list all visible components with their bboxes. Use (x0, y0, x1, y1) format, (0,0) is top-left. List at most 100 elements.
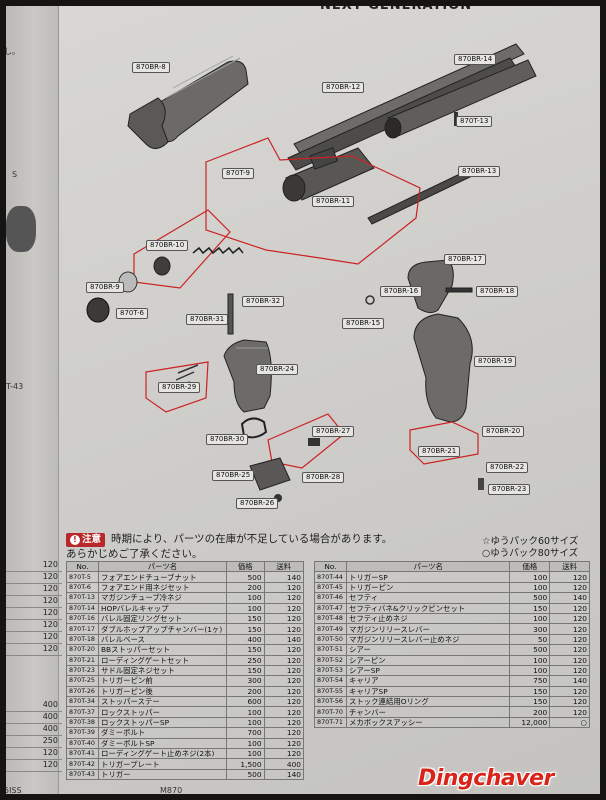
shipping-cell: 120 (263, 654, 305, 666)
group-outline (205, 137, 421, 265)
part-name-cell: トリガーピン前 (97, 675, 227, 687)
prev-table-cell: 120 (4, 584, 62, 596)
receiver-part (282, 147, 375, 202)
prev-table-cell: 120 (4, 596, 62, 608)
price-cell: 100 (509, 581, 551, 594)
price-cell: 300 (509, 623, 551, 635)
price-cell: 750 (509, 675, 551, 687)
part-number-cell: 870T-38 (66, 716, 99, 729)
prev-table-cell: 250 (4, 736, 62, 748)
part-name-cell: ローディングゲートセット (97, 654, 227, 666)
prev-table-cell: 400 (4, 724, 62, 736)
part-label: 870BR-9 (86, 282, 124, 293)
shipping-cell: 120 (549, 571, 590, 583)
exploded-parts-diagram (86, 43, 537, 502)
price-cell: 150 (225, 664, 265, 677)
part-name-cell: トリガーピン (345, 581, 511, 594)
shipping-cell: 120 (263, 612, 305, 625)
stock-notice: !注意時期により、パーツの在庫が不足している場合があります。 あらかじめご了承く… (66, 532, 392, 561)
part-number-cell: 870T-40 (66, 737, 99, 750)
group-outline (267, 413, 345, 469)
trigger-plate-part (223, 293, 272, 413)
part-number-cell: 870T-21 (66, 654, 99, 666)
part-name-cell: トリガーピン後 (97, 685, 227, 698)
price-cell: 100 (509, 664, 551, 677)
price-cell: 100 (509, 654, 551, 666)
shipping-cell: ○ (549, 716, 590, 729)
prev-page-text: T-43 (6, 382, 24, 391)
part-number-cell: 870T-23 (66, 664, 99, 677)
part-number-cell: 870T-14 (66, 602, 99, 614)
shipping-cell: 120 (263, 737, 305, 750)
part-name-cell: チャンバー (345, 706, 511, 718)
prev-page-text: 5ISS (4, 786, 22, 795)
oring-part (240, 417, 268, 439)
part-label: 870BR-30 (206, 434, 249, 445)
part-number-cell: 870T-49 (314, 623, 347, 635)
spring-part (192, 246, 244, 255)
part-name-cell: マガジンリリースレバー (345, 623, 511, 635)
price-cell: 200 (225, 581, 265, 594)
part-label: 870BR-28 (302, 472, 345, 483)
part-name-cell: マガジンリリースレバー止めネジ (345, 633, 511, 646)
rail-part (367, 169, 473, 225)
shipping-cell: 120 (263, 716, 305, 729)
part-number-cell: 870T-34 (66, 696, 99, 708)
part-number-cell: 870T-41 (66, 748, 99, 760)
price-cell: 300 (225, 675, 265, 687)
prev-page-table: 120 120 120 120 120 120 120 120 400 400 … (4, 560, 62, 772)
part-label: 870BR-16 (380, 286, 423, 297)
prev-table-cell: 120 (4, 608, 62, 620)
col-header-ship: 送料 (549, 560, 590, 573)
page-header: NEXT GENERATION (80, 2, 540, 16)
prev-table-cell: 400 (4, 700, 62, 712)
shipping-cell: 120 (549, 654, 590, 666)
shipping-cell: 120 (263, 664, 305, 677)
shipping-legend-60: ☆ゆうパック60サイズ (482, 536, 579, 547)
part-label: 870BR-21 (418, 446, 461, 457)
part-name-cell: シアーピン (345, 654, 511, 666)
price-cell: 100 (225, 716, 265, 729)
price-cell: 200 (509, 706, 551, 718)
shipping-cell: 120 (549, 706, 590, 718)
shipping-legend: ☆ゆうパック60サイズ ○ゆうパック80サイズ (482, 536, 578, 560)
part-number-cell: 870T-17 (66, 623, 99, 635)
group-outline (409, 421, 479, 465)
part-name-cell: キャリア (345, 675, 511, 687)
prev-table-cell: 120 (4, 644, 62, 656)
shipping-cell: 120 (263, 706, 305, 718)
shipping-cell: 140 (549, 675, 590, 687)
price-cell: 700 (225, 727, 265, 739)
magazine-release-part (249, 457, 291, 491)
part-label: 870BR-29 (158, 382, 201, 393)
warning-icon: ! (70, 535, 80, 545)
part-name-cell: シアーSP (345, 664, 511, 677)
part-name-cell: BBストッパーセット (97, 644, 227, 656)
shipping-cell: 120 (263, 602, 305, 614)
prev-table-cell: 120 (4, 632, 62, 644)
watermark: Dingchaver (418, 766, 554, 791)
shipping-cell: 140 (263, 768, 305, 781)
part-label: 870BR-26 (236, 498, 279, 509)
col-header-price: 価格 (509, 560, 551, 573)
part-name-cell: バレル固定リングセット (97, 612, 227, 625)
shipping-cell: 120 (263, 748, 305, 760)
part-name-cell: メカボックスアッシー (345, 716, 511, 729)
part-label: 870T-13 (456, 116, 493, 127)
